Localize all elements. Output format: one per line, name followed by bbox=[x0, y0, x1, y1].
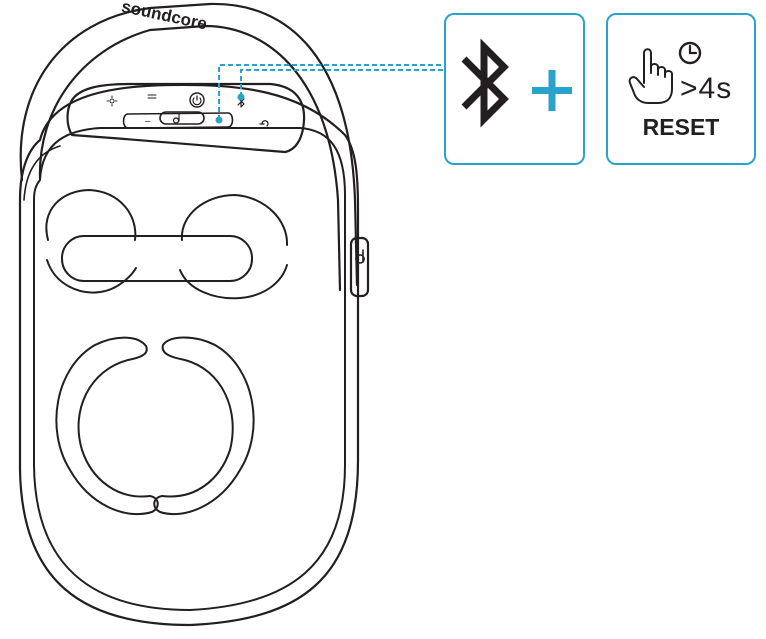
top-control-panel: – + bbox=[66, 82, 306, 154]
reset-panel bbox=[606, 13, 756, 165]
bass-icon bbox=[147, 94, 157, 99]
center-bar bbox=[61, 235, 253, 282]
carrying-strap bbox=[19, 2, 359, 292]
left-tweeter bbox=[45, 189, 137, 294]
bluetooth-small-icon bbox=[237, 95, 245, 108]
reset-label: RESET bbox=[642, 114, 720, 140]
strap-buckle bbox=[349, 236, 370, 298]
press-and-hold-hand-icon bbox=[628, 48, 673, 104]
svg-text:–: – bbox=[145, 116, 151, 127]
bluetooth-plus-panel bbox=[444, 13, 585, 165]
light-icon bbox=[106, 95, 118, 107]
clock-icon bbox=[678, 41, 702, 65]
speaker-body bbox=[18, 83, 360, 627]
callout-leader-lines bbox=[215, 64, 444, 124]
plus-icon bbox=[532, 70, 572, 111]
bluetooth-icon bbox=[461, 38, 509, 128]
party-icon bbox=[259, 120, 269, 127]
hold-duration: >4s bbox=[680, 72, 733, 105]
right-tweeter bbox=[179, 194, 289, 300]
woofer-ring bbox=[55, 336, 255, 516]
